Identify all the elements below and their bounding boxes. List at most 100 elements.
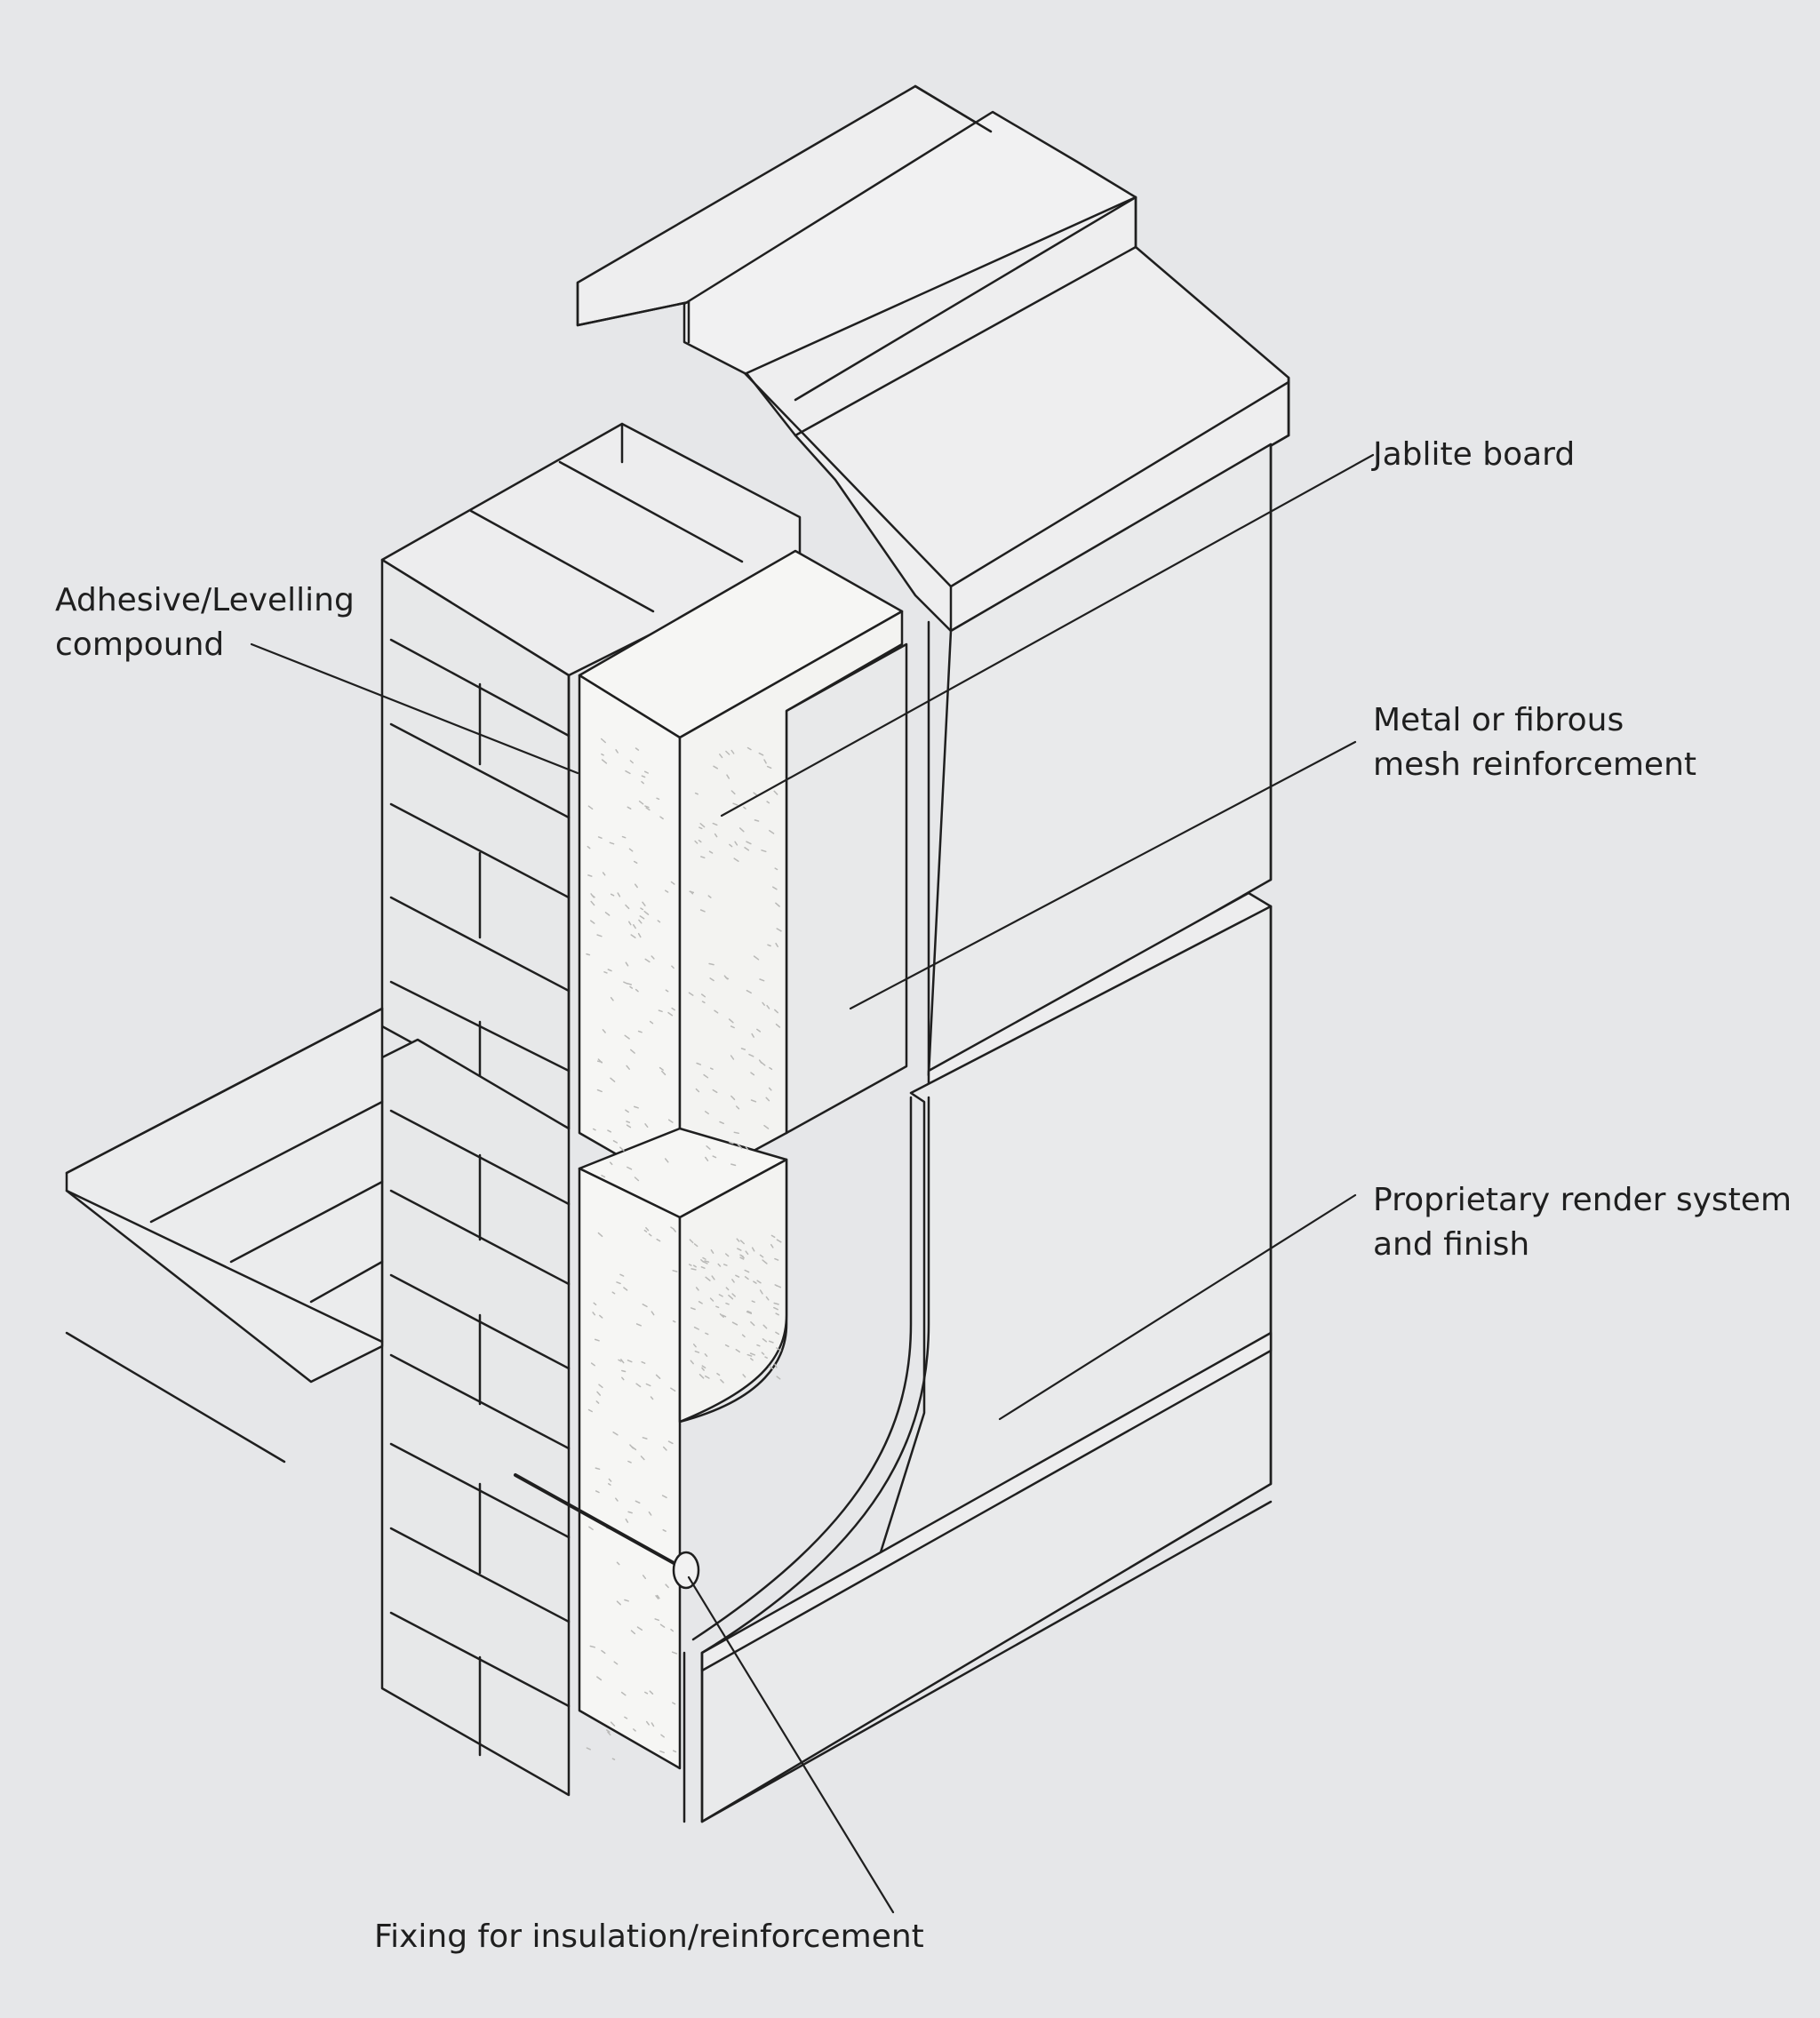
insulation-speckle <box>776 1376 781 1380</box>
insulation-speckle <box>639 915 645 920</box>
insulation-speckle <box>633 860 638 864</box>
label-render-line1: Proprietary render system <box>1373 1182 1792 1218</box>
insulation-speckle <box>728 1018 734 1024</box>
insulation-speckle <box>630 1630 636 1635</box>
insulation-speckle <box>769 1366 774 1370</box>
leader-mesh <box>849 740 1357 1010</box>
insulation-speckle <box>705 1332 709 1336</box>
insulation-speckle <box>761 1352 765 1355</box>
insulation-speckle <box>616 1600 621 1606</box>
coping-edge-10 <box>576 300 690 327</box>
insulation-speckle <box>657 920 661 923</box>
insulation-speckle <box>656 797 660 801</box>
insulation-speckle <box>586 953 591 956</box>
coping-edge-12 <box>914 84 993 133</box>
upper-wall-top-joint-1 <box>469 509 655 613</box>
insulation-speckle <box>733 857 739 862</box>
insulation-speckle <box>708 850 714 854</box>
insulation-speckle <box>608 1483 611 1486</box>
insulation-speckle <box>627 806 632 810</box>
insulation-speckle <box>701 1367 705 1371</box>
insulation-speckle <box>637 1030 643 1033</box>
insulation-fixing <box>514 1473 700 1590</box>
insulation-speckle <box>774 1284 778 1287</box>
insulation-speckle <box>630 934 636 938</box>
insulation-speckle <box>773 1306 778 1311</box>
insulation-speckle <box>660 1734 665 1738</box>
jablite-upper-front <box>578 674 682 1192</box>
insulation-speckle <box>613 1661 619 1665</box>
insulation-speckle <box>751 1300 755 1304</box>
insulation-speckle <box>665 889 669 893</box>
insulation-speckle <box>593 1302 597 1306</box>
insulation-speckle <box>706 1145 711 1150</box>
insulation-speckles <box>586 738 782 1760</box>
insulation-speckle <box>746 841 752 845</box>
upper-wall-top-joint-2 <box>558 460 744 563</box>
insulation-speckle <box>648 1511 652 1516</box>
insulation-speckle <box>671 1007 675 1011</box>
insulation-speckle <box>724 1253 730 1257</box>
insulation-speckle <box>642 1304 648 1308</box>
insulation-speckle <box>749 1352 755 1356</box>
insulation-speckle <box>635 747 640 751</box>
insulation-speckle <box>595 1490 600 1494</box>
insulation-speckle <box>734 841 738 846</box>
insulation-speckle <box>725 750 730 755</box>
label-jablite: Jablite board <box>1373 433 1575 477</box>
insulation-speckle <box>629 1444 635 1449</box>
insulation-speckle <box>667 1119 674 1123</box>
insulation-speckle <box>616 1561 620 1566</box>
jablite-board-lower <box>578 1127 788 1770</box>
label-adhesive-line1: Adhesive/Levelling <box>55 582 355 618</box>
insulation-speckle <box>704 1111 709 1115</box>
insulation-speckle <box>722 1264 728 1266</box>
insulation-speckle <box>609 1161 613 1166</box>
insulation-speckle <box>621 835 627 839</box>
insulation-speckle <box>724 1344 730 1348</box>
insulation-speckle <box>605 1729 611 1733</box>
insulation-speckle <box>601 753 604 756</box>
insulation-speckle <box>607 1129 612 1133</box>
insulation-speckle <box>638 919 643 924</box>
insulation-speckle <box>719 754 723 759</box>
insulation-speckle <box>746 746 752 751</box>
insulation-speckle <box>728 1294 734 1300</box>
insulation-speckle <box>619 1146 625 1152</box>
jablite-lower-front <box>578 1167 682 1770</box>
insulation-speckle <box>609 841 615 845</box>
insulation-speckle <box>762 1324 768 1329</box>
insulation-speckle <box>592 1312 596 1316</box>
course-4 <box>389 896 571 993</box>
insulation-speckle <box>773 790 778 795</box>
insulation-speckle <box>756 1028 762 1033</box>
fixing-head <box>672 1551 700 1590</box>
insulation-speckle <box>766 801 770 804</box>
insulation-speckle <box>743 806 746 810</box>
insulation-speckle <box>610 1721 616 1727</box>
insulation-speckle <box>703 1073 709 1079</box>
insulation-speckle <box>651 1311 655 1316</box>
insulation-speckle <box>739 1256 745 1260</box>
insulation-speckle <box>715 1305 720 1309</box>
insulation-speckle <box>627 1360 633 1363</box>
insulation-speckle <box>658 1009 663 1013</box>
insulation-speckle <box>688 1264 692 1266</box>
insulation-speckle <box>700 1266 706 1269</box>
insulation-speckle <box>597 1058 603 1064</box>
insulation-speckle <box>774 867 778 871</box>
insulation-speckle <box>617 892 621 897</box>
label-render-line2: and finish <box>1373 1226 1530 1263</box>
insulation-speckle <box>696 1062 702 1065</box>
insulation-speckle <box>625 1518 629 1523</box>
insulation-speckle <box>643 910 650 915</box>
insulation-speckle <box>626 1121 631 1123</box>
insulation-speckle <box>659 1066 664 1071</box>
insulation-speckle <box>699 909 706 913</box>
insulation-speckle <box>731 1279 735 1283</box>
insulation-speckle <box>698 1301 703 1304</box>
insulation-speckle <box>709 977 714 982</box>
insulation-speckle <box>672 1320 676 1323</box>
insulation-speckle <box>648 1233 652 1237</box>
insulation-speckle <box>756 1344 761 1347</box>
